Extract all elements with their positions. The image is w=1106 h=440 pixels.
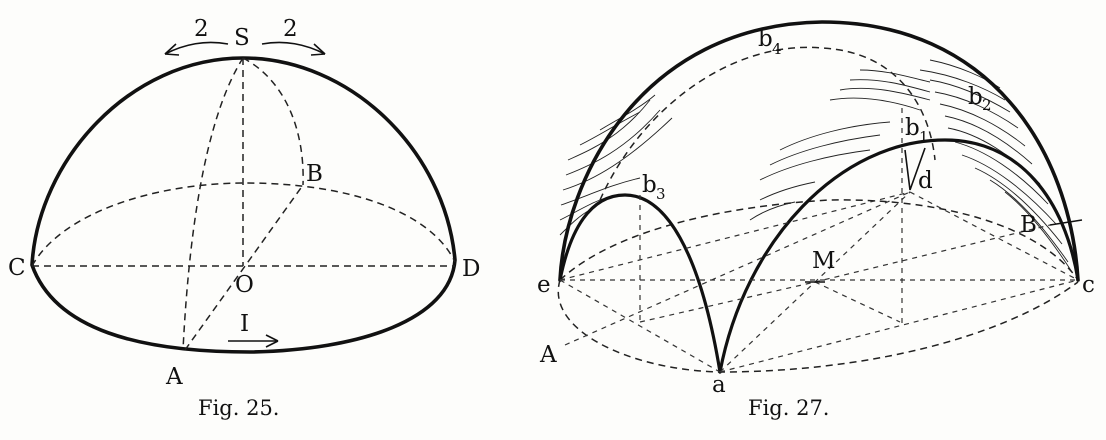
fig27: b 4 b 2 b 1 b 3 d B M e c A a Fig. 27. (537, 20, 1095, 420)
fig25-arrow-right-head (310, 43, 326, 56)
fig25-label-i: I (240, 311, 249, 337)
fig25-label-a: A (165, 364, 183, 390)
fig27-label-b2-sub: 2 (982, 96, 992, 114)
fig27-label-b4-sub: 4 (772, 40, 782, 58)
fig27-label-a-upper: A (539, 342, 557, 368)
fig27-b-tick (1049, 219, 1083, 226)
fig27-label-a: a (712, 372, 726, 398)
fig27-line-m-b (814, 224, 1051, 283)
fig27-line-d-c (909, 191, 1079, 281)
fig27-label-b4: b (758, 26, 773, 52)
fig25-arrow-bottom-head (265, 334, 279, 348)
fig27-label-c: c (1082, 272, 1095, 298)
fig27-hatch-right (919, 59, 1073, 273)
fig25-label-c: C (8, 255, 26, 281)
fig27-base-back (559, 199, 1079, 281)
fig25-dome-outline (30, 56, 457, 354)
fig27-label-d: d (918, 168, 933, 194)
fig25-arrow-right (261, 41, 326, 55)
fig27-line-m-x (814, 281, 901, 323)
fig27-back-arc (599, 46, 936, 201)
fig25-ab-diameter (184, 184, 304, 351)
fig25-label-arrow-left: 2 (194, 16, 209, 42)
fig25-meridian-a (182, 57, 244, 351)
fig27-label-b: B (1020, 212, 1037, 238)
fig27-line-e-a (559, 279, 721, 373)
fig27-arch-left (558, 193, 722, 374)
fig25: 2 S 2 B C D O I A Fig. 25. (8, 16, 480, 420)
fig27-label-b3: b (642, 172, 657, 198)
fig27-label-m: M (812, 248, 836, 274)
fig25-label-o: O (235, 272, 254, 298)
fig27-dome-outline (558, 20, 1080, 282)
fig25-arrow-left-head (164, 43, 180, 56)
fig27-label-b3-sub: 3 (656, 185, 666, 203)
fig27-line-a-m (639, 281, 816, 323)
fig25-back-equator (31, 182, 456, 267)
fig25-label-s: S (234, 25, 250, 51)
fig27-hatch-middle (749, 69, 931, 221)
fig25-label-b: B (306, 161, 323, 187)
fig27-label-b1: b (905, 115, 920, 141)
fig27-hatch-left (559, 94, 673, 236)
fig25-caption: Fig. 25. (198, 396, 279, 420)
fig25-label-arrow-right: 2 (283, 16, 298, 42)
fig25-label-d: D (462, 256, 480, 282)
fig27-arch-right (718, 138, 1080, 374)
fig27-line-a-apex (564, 191, 911, 346)
fig27-b1-mark (904, 147, 926, 191)
fig27-label-b1-sub: 1 (919, 128, 929, 146)
fig25-arrow-left (164, 41, 229, 55)
fig27-base-front (557, 279, 1079, 373)
fig27-label-e: e (537, 272, 551, 298)
fig25-meridian-b (242, 57, 304, 186)
fig27-label-b2: b (968, 84, 983, 110)
fig27-line-a-c (719, 279, 1079, 373)
fig27-caption: Fig. 27. (748, 396, 829, 420)
fig27-line-e-d (559, 191, 911, 281)
